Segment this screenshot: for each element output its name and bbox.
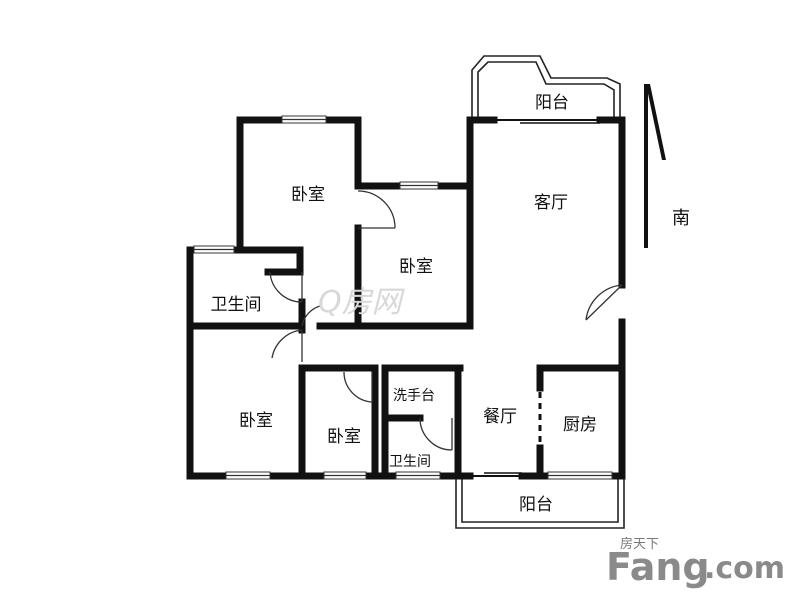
walls — [186, 116, 626, 480]
balcony-top-outline — [471, 55, 621, 120]
label-bedroom-top: 卧室 — [291, 185, 325, 205]
label-dining-room: 餐厅 — [483, 407, 517, 427]
label-balcony-bottom: 阳台 — [519, 495, 553, 515]
label-bedroom-small: 卧室 — [327, 427, 361, 447]
label-wash-basin: 洗手台 — [393, 388, 435, 404]
label-balcony-top: 阳台 — [535, 93, 569, 113]
watermark-text: Q房网 — [318, 285, 406, 320]
label-living-room: 客厅 — [534, 193, 568, 213]
label-bedroom-mid: 卧室 — [399, 257, 433, 277]
brand-logo: 房天下 Fang .com — [606, 536, 785, 589]
windows — [193, 115, 613, 480]
brand-dotcom-text: .com — [704, 551, 785, 586]
label-bedroom-bottom-left: 卧室 — [239, 411, 273, 431]
brand-top-text: 房天下 — [620, 536, 659, 552]
label-bathroom-small: 卫生间 — [389, 454, 431, 470]
compass-south-label: 南 — [672, 208, 690, 229]
brand-main-text: Fang — [606, 545, 710, 589]
balcony-bottom-outline — [455, 475, 625, 529]
sliding-doors — [470, 119, 600, 477]
label-bathroom-left: 卫生间 — [211, 295, 262, 315]
label-kitchen: 厨房 — [563, 415, 597, 435]
compass-arrow-icon — [644, 84, 666, 248]
door-swings — [269, 190, 623, 451]
